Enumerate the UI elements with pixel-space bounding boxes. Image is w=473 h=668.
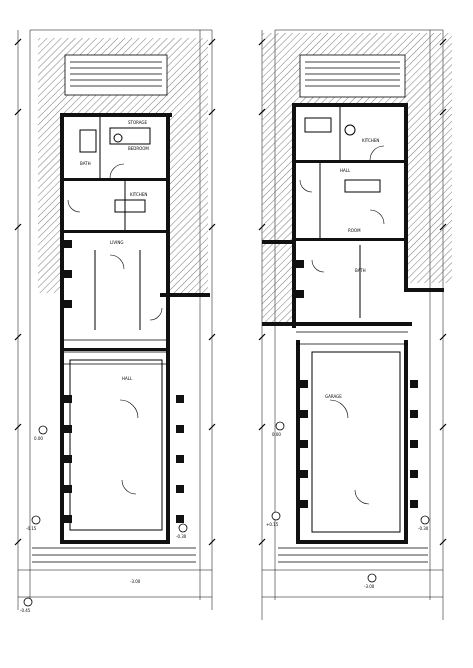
left-label-storage: STORAGE: [128, 120, 148, 125]
left-level-e: -3.00: [130, 579, 141, 584]
right-terrain-hatch-side-left: [262, 103, 292, 323]
left-level-b: -0.15: [26, 526, 37, 531]
left-level-c: -0.30: [176, 534, 187, 539]
left-floor-plan: STORAGE BEDROOM BATH KITCHEN LIVING HALL…: [14, 29, 216, 613]
left-window-marks: [64, 240, 184, 523]
right-label-room: ROOM: [348, 228, 361, 233]
right-label-garage: GARAGE: [325, 394, 342, 399]
right-terrain-hatch-side-right: [408, 103, 452, 283]
left-label-hall: HALL: [122, 376, 133, 381]
left-level-markers: 0.00 -0.15 -0.30 -0.45 -3.00: [20, 425, 188, 613]
left-walls: [60, 113, 210, 544]
right-walls: [262, 103, 444, 544]
left-dimension-ticks: [14, 38, 216, 546]
left-door-swings: [67, 163, 163, 495]
right-terrace-slats: [299, 54, 406, 98]
right-level-a: 0.00: [272, 432, 281, 437]
left-level-d: -0.45: [20, 608, 31, 613]
right-label-kitchen: KITCHEN: [362, 138, 379, 143]
right-level-b: +0.15: [266, 522, 279, 527]
left-label-bedroom: BEDROOM: [128, 146, 149, 151]
right-level-c: -0.30: [418, 526, 429, 531]
left-label-living: LIVING: [110, 240, 123, 245]
right-floor-plan: KITCHEN HALL ROOM BATH GARAGE 0.00 +0.15…: [258, 29, 452, 620]
right-label-hall: HALL: [340, 168, 351, 173]
left-terrace-slats: [64, 54, 168, 96]
left-partitions: [69, 117, 163, 531]
left-level-a: 0.00: [34, 436, 43, 441]
right-window-marks: [296, 260, 418, 508]
left-label-bath: BATH: [80, 161, 91, 166]
right-label-bath: BATH: [355, 268, 366, 273]
right-partitions: [304, 107, 401, 533]
right-steps: [278, 331, 428, 563]
left-terrain-hatch-side-left: [38, 113, 60, 293]
right-door-swings: [299, 145, 385, 505]
left-steps: [32, 339, 196, 563]
right-level-d: -3.00: [364, 584, 375, 589]
left-terrain-hatch-side-right: [170, 113, 208, 293]
right-level-markers: 0.00 +0.15 -0.30 -3.00: [266, 421, 430, 589]
left-label-kitchen: KITCHEN: [130, 192, 147, 197]
